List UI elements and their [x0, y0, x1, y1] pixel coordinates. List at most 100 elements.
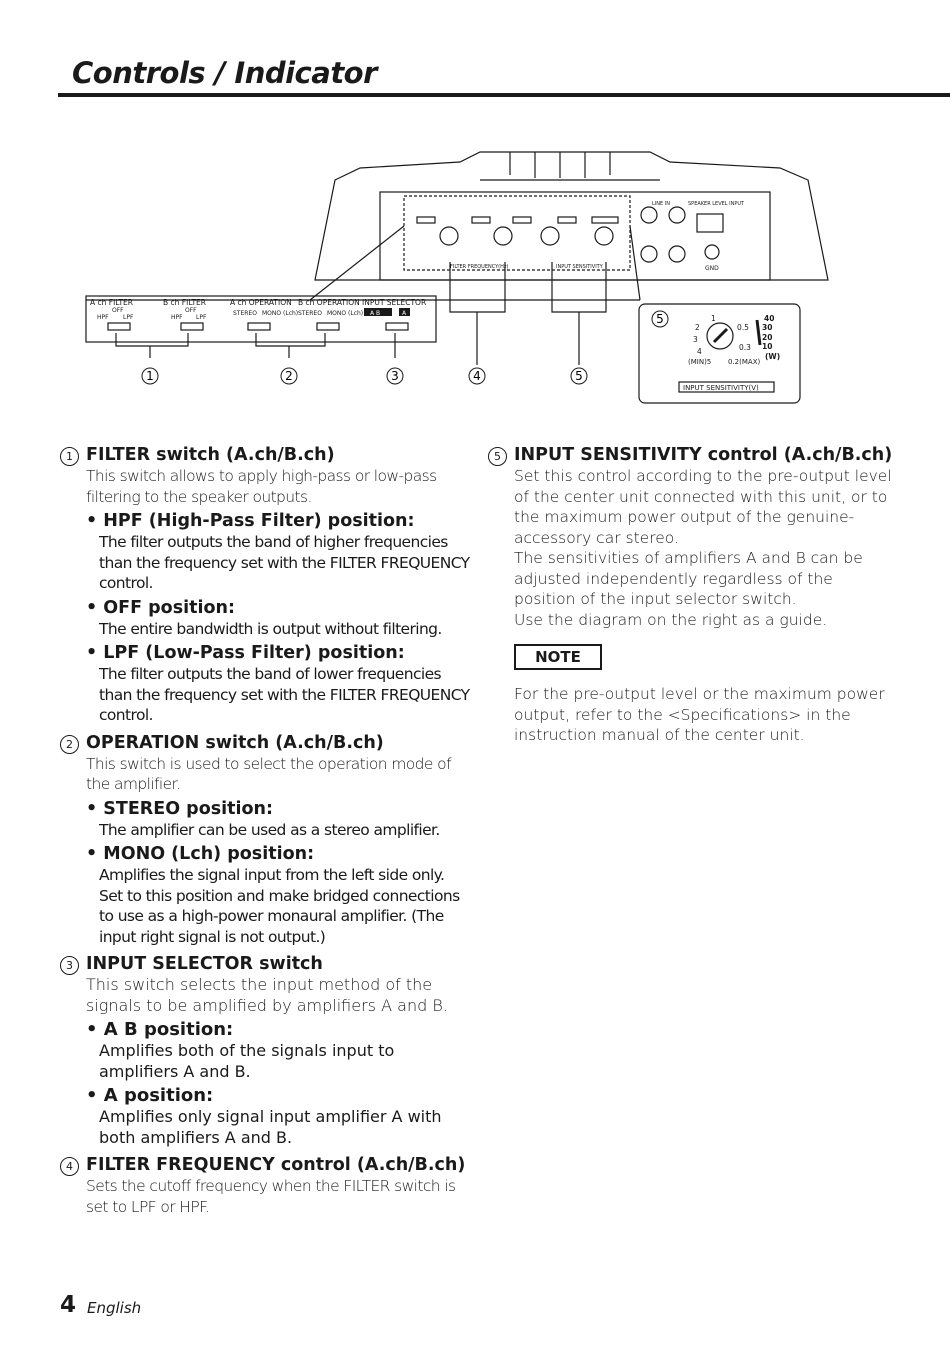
callout-4: 4: [473, 369, 481, 383]
section-body: Sets the cutoff frequency when the FILTE…: [86, 1177, 456, 1216]
callout-1: 1: [146, 369, 154, 383]
item-heading: • A position:: [86, 1085, 214, 1106]
note: For the pre-output level or the maximum …: [488, 684, 898, 746]
callouts: 1 2 3 4 5 5: [141, 310, 669, 385]
page-language: English: [87, 1299, 142, 1317]
dial-watt-40: 40: [764, 314, 774, 323]
item-heading: • A B position:: [86, 1019, 234, 1040]
label-mono-a: MONO (Lch): [262, 310, 298, 317]
dial-caption: INPUT SENSITIVITY(V): [683, 384, 759, 392]
section-body: This switch is used to select the operat…: [86, 754, 452, 794]
dial-label-max: 0.2(MAX): [728, 358, 760, 366]
bracket-4: [449, 262, 506, 365]
section-number: 1: [60, 447, 79, 466]
sensitivity-box: [638, 303, 801, 404]
section-input-selector: 3 INPUT SELECTOR switch This switch sele…: [60, 953, 470, 1148]
enlarged-switches: [107, 322, 409, 331]
heatsink-fins: [480, 152, 660, 181]
item-body: The filter outputs the band of lower fre…: [99, 665, 470, 724]
callout-5: 5: [575, 369, 583, 383]
label-hpf-a: HPF: [97, 314, 109, 321]
label-hpf-b: HPF: [171, 314, 183, 321]
amplifier-body: [314, 151, 829, 281]
callout-3: 3: [391, 369, 399, 383]
item-body: Amplifies the signal input from the left…: [99, 866, 460, 946]
label-off-b: OFF: [185, 307, 197, 314]
page-title: Controls / Indicator: [72, 56, 377, 90]
page-number: 4: [60, 1292, 77, 1318]
dial-label-1: 1: [711, 314, 716, 323]
label-b-operation: B ch OPERATION: [298, 298, 360, 307]
section-filter: 1 FILTER switch (A.ch/B.ch) This switch …: [60, 444, 470, 726]
section-input-sensitivity: 5 INPUT SENSITIVITY control (A.ch/B.ch) …: [488, 444, 898, 630]
sensitivity-dial: [706, 322, 734, 350]
item-body: The amplifier can be used as a stereo am…: [99, 820, 440, 839]
section-heading: FILTER switch (A.ch/B.ch): [86, 445, 335, 465]
dial-watt-10: 10: [762, 342, 772, 351]
label-lpf-a: LPF: [123, 314, 134, 321]
section-heading: INPUT SENSITIVITY control (A.ch/B.ch): [514, 445, 893, 465]
label-stereo-b: STEREO: [298, 310, 322, 317]
item-body: The filter outputs the band of higher fr…: [99, 533, 470, 592]
dial-label-03: 0.3: [739, 343, 751, 352]
sensitivity-label-box: [678, 381, 775, 393]
dial-watt-20: 20: [762, 333, 772, 342]
item-body: Amplifies both of the signals input to a…: [99, 1041, 395, 1081]
left-column: 1 FILTER switch (A.ch/B.ch) This switch …: [60, 444, 470, 1221]
title-rule: [58, 93, 950, 97]
section-filter-frequency: 4 FILTER FREQUENCY control (A.ch/B.ch) S…: [60, 1154, 470, 1217]
item-heading: • STEREO position:: [86, 798, 273, 819]
item-body: Amplifies only signal input amplifier A …: [99, 1107, 442, 1147]
section-number: 5: [488, 447, 507, 466]
section-body: This switch selects the input method of …: [86, 975, 448, 1015]
control-panel: [379, 191, 771, 281]
label-speaker-level: SPEAKER LEVEL INPUT: [688, 201, 745, 207]
label-input-sensitivity: INPUT SENSITIVITY: [556, 264, 604, 270]
note-label: NOTE: [514, 644, 602, 670]
section-body: This switch allows to apply high-pass or…: [86, 467, 437, 506]
section-number: 3: [60, 956, 79, 975]
enlarged-switch-panel: [85, 295, 437, 343]
callout-2: 2: [285, 369, 293, 383]
bracket-2: [255, 333, 326, 358]
label-gnd: GND: [705, 265, 719, 272]
label-off-a: OFF: [112, 307, 124, 314]
dial-label-2: 2: [695, 323, 700, 332]
callout-5-dial: 5: [656, 312, 664, 326]
item-heading: • OFF position:: [86, 597, 235, 618]
dial-label-3: 3: [693, 335, 698, 344]
section-number: 4: [60, 1157, 79, 1176]
dial-label-05: 0.5: [737, 323, 749, 332]
label-ab: A B: [370, 310, 380, 317]
label-a: A: [402, 310, 407, 317]
label-stereo-a: STEREO: [233, 310, 257, 317]
item-heading: • HPF (High-Pass Filter) position:: [86, 511, 415, 531]
bracket-1: [115, 333, 189, 358]
dial-label-min: (MIN)5: [688, 358, 711, 366]
label-filter-frequency: FILTER FREQUENCY(Hz): [450, 264, 509, 270]
label-input-selector: INPUT SELECTOR: [362, 298, 426, 307]
section-heading: INPUT SELECTOR switch: [86, 954, 323, 974]
bracket-5: [551, 262, 607, 365]
section-heading: FILTER FREQUENCY control (A.ch/B.ch): [86, 1155, 466, 1175]
section-operation: 2 OPERATION switch (A.ch/B.ch) This swit…: [60, 732, 470, 948]
right-column: 5 INPUT SENSITIVITY control (A.ch/B.ch) …: [488, 444, 898, 750]
label-a-operation: A ch OPERATION: [230, 298, 292, 307]
section-body: Use the diagram on the right as a guide.: [514, 610, 828, 629]
item-body: The entire bandwidth is output without f…: [99, 619, 442, 638]
label-lpf-b: LPF: [196, 314, 207, 321]
dial-label-4: 4: [697, 347, 702, 356]
dial-watt-30: 30: [762, 323, 772, 332]
label-a-filter: A ch FILTER: [90, 298, 133, 307]
zoom-lines: [86, 225, 641, 301]
section-body: Set this control according to the pre-ou…: [514, 467, 892, 547]
dial-watt-unit: (W): [765, 352, 780, 361]
item-heading: • LPF (Low-Pass Filter) position:: [86, 643, 405, 663]
section-heading: OPERATION switch (A.ch/B.ch): [86, 732, 384, 753]
panel-switches: [416, 216, 619, 224]
label-mono-b: MONO (Lch): [327, 310, 363, 317]
panel-knobs: [439, 206, 724, 263]
label-b-filter: B ch FILTER: [163, 298, 206, 307]
section-body: The sensitivities of amplifiers A and B …: [514, 549, 863, 608]
item-heading: • MONO (Lch) position:: [86, 844, 315, 864]
